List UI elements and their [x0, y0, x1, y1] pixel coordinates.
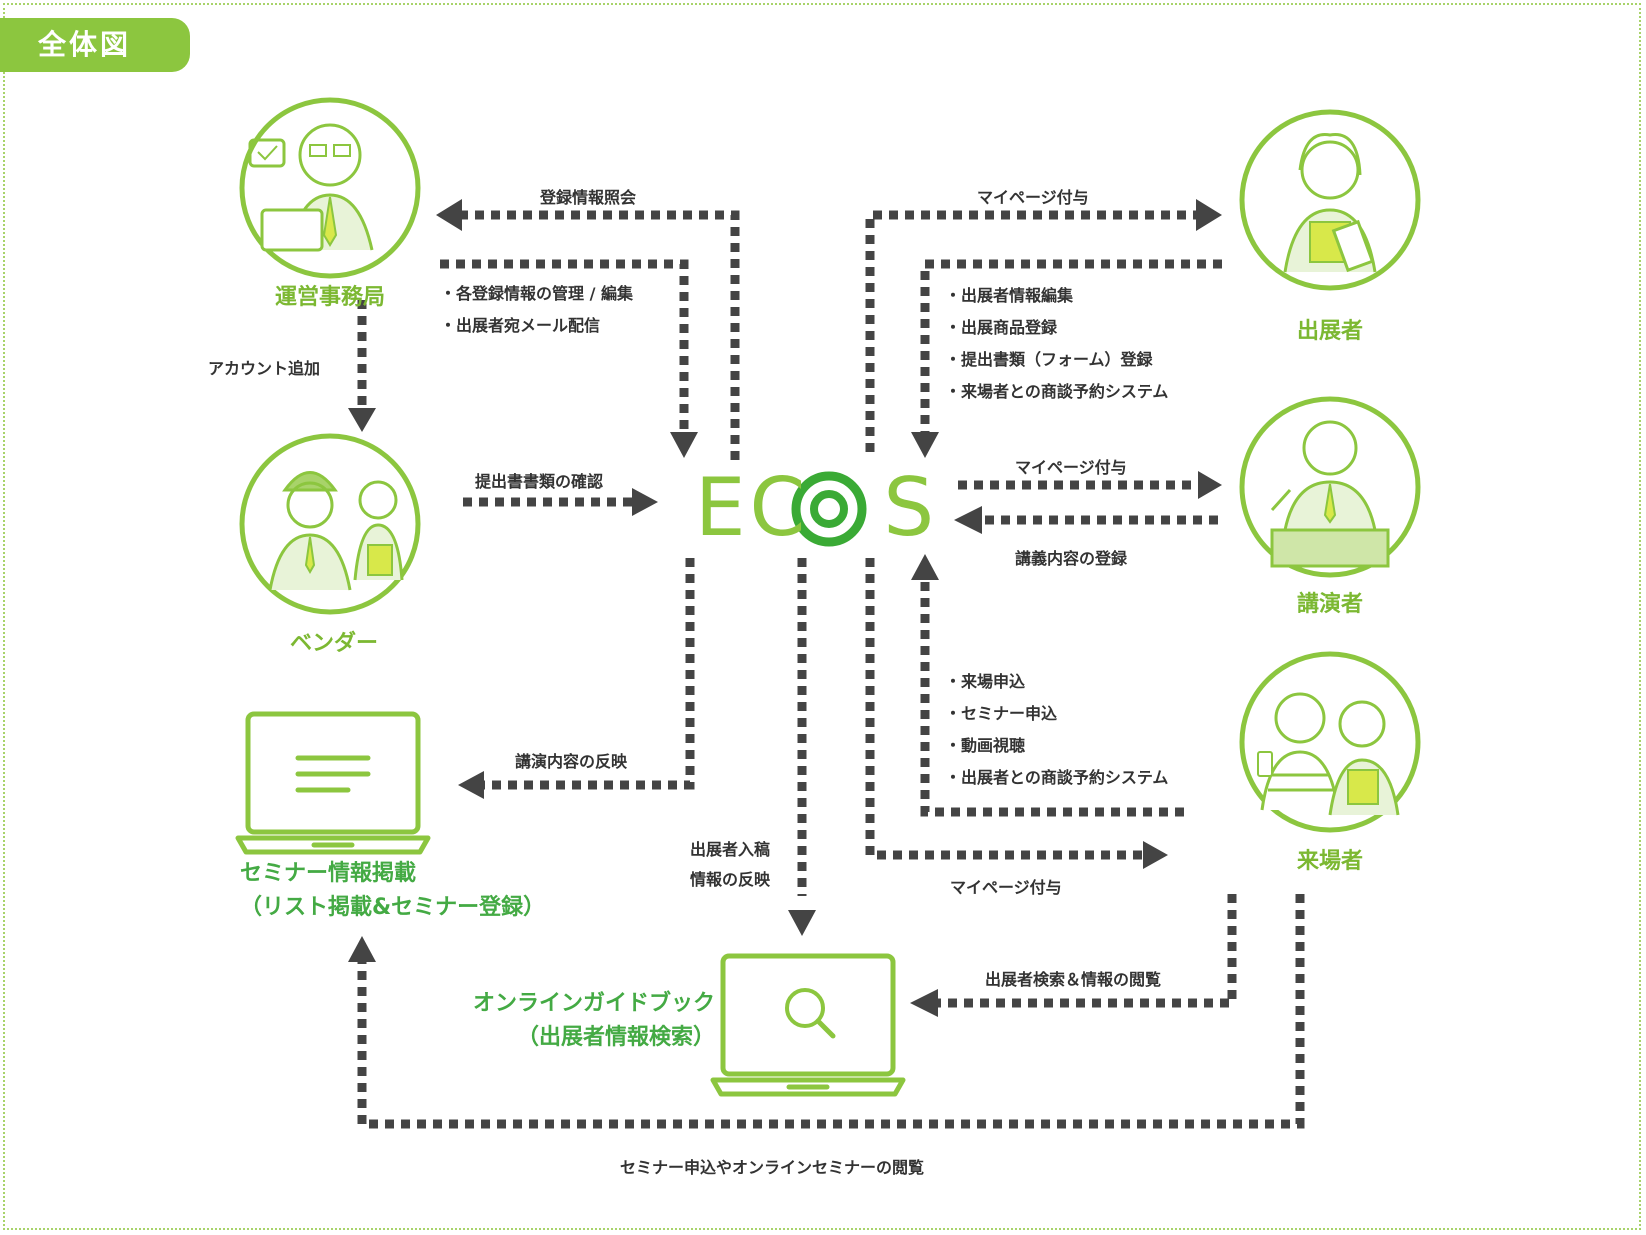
exhibitor-task-item: 出展商品登録 — [945, 312, 1168, 344]
office-task-item: 各登録情報の管理 / 編集 — [440, 278, 633, 310]
role-vendor: ベンダー — [290, 631, 379, 656]
exhibitor-tasks-list: 出展者情報編集 出展商品登録 提出書類（フォーム）登録 来場者との商談予約システ… — [945, 280, 1168, 408]
visitor-task-item: 動画視聴 — [945, 730, 1168, 762]
label-mypage-visitor: マイページ付与 — [950, 878, 1062, 897]
label-mypage-exhibitor: マイページ付与 — [977, 188, 1089, 207]
label-search-browse: 出展者検索＆情報の閲覧 — [985, 970, 1162, 989]
role-exhibitor: 出展者 — [1296, 319, 1363, 344]
office-task-item: 出展者宛メール配信 — [440, 310, 633, 342]
role-office: 運営事務局 — [274, 285, 385, 310]
guide-book-title: オンラインガイドブック — [472, 991, 715, 1016]
label-lecture-reg: 講義内容の登録 — [1015, 549, 1128, 568]
visitor-task-item: 来場申込 — [945, 666, 1168, 698]
diagram-frame — [3, 3, 1641, 1230]
label-lecture-reflect: 講演内容の反映 — [515, 752, 628, 771]
visitor-task-item: セミナー申込 — [945, 698, 1168, 730]
guide-book-subtitle: （出展者情報検索） — [516, 1025, 715, 1050]
arrow-heads — [348, 199, 1222, 1017]
label-mypage-speaker: マイページ付与 — [1015, 458, 1127, 477]
connector-lines — [357, 210, 1305, 1129]
guide-book-label: オンラインガイドブック （出展者情報検索） — [465, 987, 715, 1055]
exhibitor-task-item: 来場者との商談予約システム — [945, 376, 1168, 408]
seminar-site-subtitle: （リスト掲載&セミナー登録） — [240, 895, 546, 920]
visitor-tasks-list: 来場申込 セミナー申込 動画視聴 出展者との商談予約システム — [945, 666, 1168, 794]
speaker-podium-icon — [1239, 396, 1421, 578]
role-visitor: 来場者 — [1296, 849, 1363, 874]
office-staff-icon — [239, 97, 421, 279]
exhibitor-task-item: 出展者情報編集 — [945, 280, 1168, 312]
exhibitor-input-line: 出展者入稿 — [690, 840, 771, 859]
exhibitor-input-line: 情報の反映 — [690, 870, 771, 889]
label-doc-check: 提出書書類の確認 — [475, 472, 604, 491]
seminar-site-title: セミナー情報掲載 — [240, 861, 417, 886]
ecos-logo-prefix: EC — [695, 461, 810, 554]
label-exhibitor-input: 出展者入稿 情報の反映 — [690, 835, 770, 895]
exhibitor-woman-icon — [1239, 109, 1421, 291]
laptop-document-icon — [238, 714, 428, 852]
vendor-workers-icon — [239, 433, 421, 615]
visitor-task-item: 出展者との商談予約システム — [945, 762, 1168, 794]
exhibitor-task-item: 提出書類（フォーム）登録 — [945, 344, 1168, 376]
label-account-add: アカウント追加 — [208, 359, 321, 378]
label-seminar-apply: セミナー申込やオンラインセミナーの閲覧 — [620, 1158, 925, 1177]
seminar-site-label: セミナー情報掲載 （リスト掲載&セミナー登録） — [240, 857, 545, 925]
ecos-logo-suffix: S — [883, 461, 939, 554]
laptop-search-icon — [713, 956, 903, 1094]
role-speaker: 講演者 — [1296, 592, 1363, 617]
ecos-logo-o — [791, 471, 867, 547]
label-reg-inquiry: 登録情報照会 — [540, 188, 637, 207]
office-tasks-list: 各登録情報の管理 / 編集 出展者宛メール配信 — [440, 278, 633, 342]
visitors-couple-icon — [1239, 651, 1421, 833]
section-tab: 全体図 — [0, 18, 190, 72]
